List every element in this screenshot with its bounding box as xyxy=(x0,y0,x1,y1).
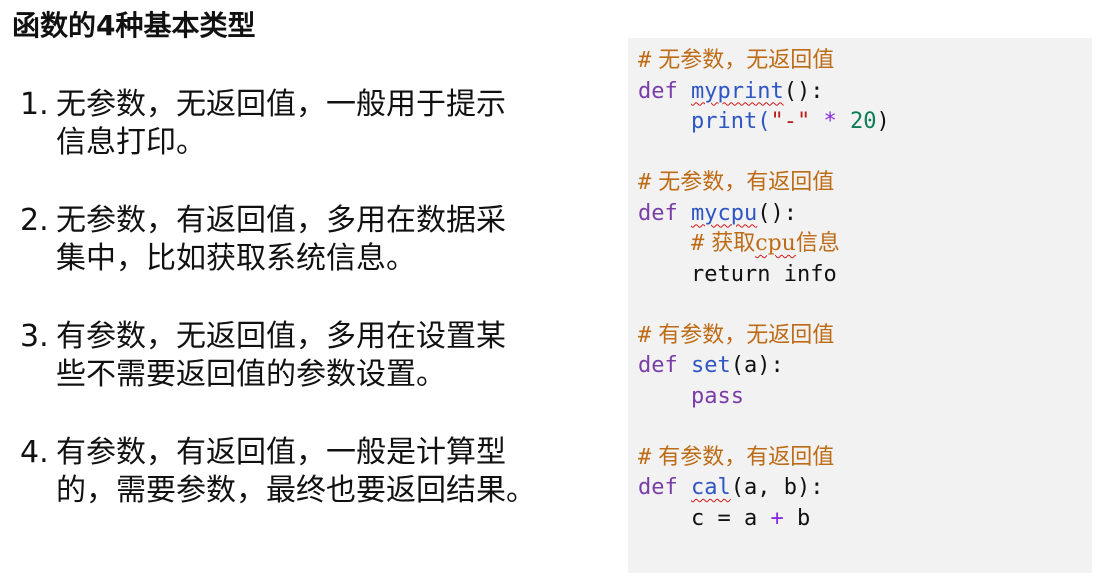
close-paren: ) xyxy=(876,109,890,134)
list-item: 4. 有参数，有返回值，一般是计算型 的，需要参数，最终也要返回结果。 xyxy=(20,434,610,510)
function-signature: (a, b): xyxy=(730,475,824,500)
code-line-body: pass xyxy=(638,382,1092,413)
function-name: mycpu xyxy=(691,200,758,226)
list-item-number: 2. xyxy=(20,203,49,238)
keyword-def: def xyxy=(638,475,678,500)
code-indent xyxy=(638,262,691,287)
code-blank-line xyxy=(638,290,1092,321)
builtin-call: print( xyxy=(690,109,771,134)
list-item-text: 有参数，无返回值，多用在设置某 些不需要返回值的参数设置。 xyxy=(56,319,506,392)
slide-title: 函数的4种基本类型 xyxy=(12,9,256,42)
code-comment: # 获取cpu信息 xyxy=(690,231,840,256)
code-indent xyxy=(638,231,691,256)
expression-right: b xyxy=(783,505,811,531)
code-line-comment: # 有参数，有返回值 xyxy=(638,443,1092,474)
list-item-text: 有参数，有返回值，一般是计算型 的，需要参数，最终也要返回结果。 xyxy=(56,435,536,508)
list-item-text: 无参数，无返回值，一般用于提示 信息打印。 xyxy=(56,87,506,160)
code-comment: # 有参数，有返回值 xyxy=(638,444,835,470)
code-blank-line xyxy=(638,138,1092,169)
keyword-pass: pass xyxy=(690,383,744,409)
number-literal: 20 xyxy=(849,109,877,134)
function-name: cal xyxy=(691,475,731,500)
list-item: 1. 无参数，无返回值，一般用于提示 信息打印。 xyxy=(20,86,610,162)
list-item: 2. 无参数，有返回值，多用在数据采 集中，比如获取系统信息。 xyxy=(20,202,610,278)
list-item-number: 4. xyxy=(20,435,49,470)
code-blank-line xyxy=(638,412,1092,443)
function-signature: (): xyxy=(783,78,824,104)
keyword-def: def xyxy=(638,200,678,226)
function-name: myprint xyxy=(691,78,784,104)
code-indent xyxy=(638,506,691,531)
code-line-comment: # 有参数，无返回值 xyxy=(638,321,1092,352)
code-line-def: def mycpu(): xyxy=(638,199,1092,230)
code-line-def: def cal(a, b): xyxy=(638,473,1092,504)
list-item-number: 1. xyxy=(20,87,49,122)
keyword-def: def xyxy=(638,78,678,104)
function-signature: (a): xyxy=(730,353,784,378)
code-panel: # 无参数，无返回值 def myprint(): print("-" * 20… xyxy=(628,38,1092,573)
operator: + xyxy=(770,505,784,531)
list-item-text: 无参数，有返回值，多用在数据采 集中，比如获取系统信息。 xyxy=(56,203,506,276)
expression-left: c = a xyxy=(690,505,771,531)
function-name: set xyxy=(691,353,731,378)
code-line-comment: # 无参数，有返回值 xyxy=(638,168,1092,199)
code-line-body: return info xyxy=(638,260,1092,291)
keyword-return: return xyxy=(690,261,771,287)
code-line-body: print("-" * 20) xyxy=(638,107,1092,138)
function-type-list: 1. 无参数，无返回值，一般用于提示 信息打印。 2. 无参数，有返回值，多用在… xyxy=(20,86,610,550)
code-indent xyxy=(638,109,691,134)
operator: * xyxy=(810,109,850,134)
code-line-def: def myprint(): xyxy=(638,77,1092,108)
code-line-body: c = a + b xyxy=(638,504,1092,535)
code-line-body: # 获取cpu信息 xyxy=(638,229,1092,260)
code-comment: # 有参数，无返回值 xyxy=(638,322,835,348)
function-signature: (): xyxy=(757,200,797,226)
code-indent xyxy=(638,384,691,409)
list-item-number: 3. xyxy=(20,319,49,354)
return-value: info xyxy=(770,261,837,287)
code-comment: # 无参数，有返回值 xyxy=(638,170,835,195)
code-comment: # 无参数，无返回值 xyxy=(638,48,835,73)
string-literal: "-" xyxy=(770,109,811,134)
code-line-def: def set(a): xyxy=(638,351,1092,382)
list-item: 3. 有参数，无返回值，多用在设置某 些不需要返回值的参数设置。 xyxy=(20,318,610,394)
code-line-comment: # 无参数，无返回值 xyxy=(638,46,1092,77)
keyword-def: def xyxy=(638,353,678,378)
